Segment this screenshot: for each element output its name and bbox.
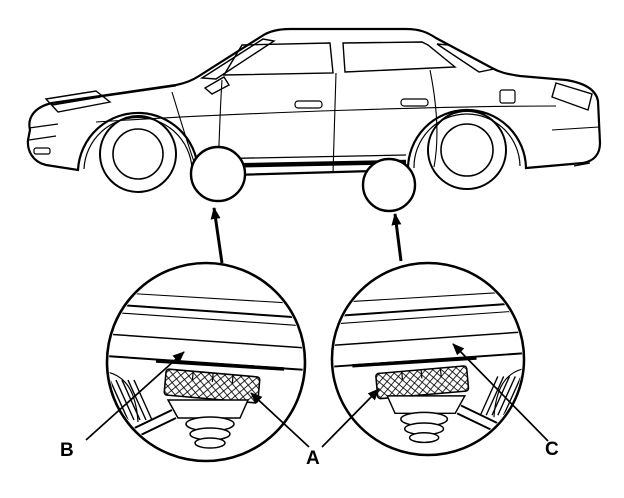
label-c: C	[545, 439, 559, 460]
front-jack-point-marker	[189, 145, 247, 203]
rear-wheel	[427, 110, 507, 190]
label-b-arrow	[85, 351, 185, 441]
side-mirror	[203, 76, 230, 95]
rear-door-window	[342, 41, 457, 73]
door-handle-rear	[400, 98, 429, 107]
rear-callout-arrow	[391, 213, 403, 262]
rear-arch-liner	[413, 113, 521, 169]
label-a-arrow-right	[321, 388, 380, 448]
front-arch-liner	[83, 116, 193, 175]
front-wheel	[99, 115, 177, 193]
front-door-window	[222, 42, 334, 76]
hood-seam	[57, 85, 177, 104]
exhaust-tip	[573, 162, 591, 167]
label-c-arrow	[452, 343, 549, 442]
front-detail-callout	[106, 263, 306, 461]
rear-windshield	[436, 43, 497, 73]
rear-detail-callout	[331, 263, 525, 455]
label-b: B	[60, 440, 74, 461]
fog-light	[33, 147, 51, 155]
grille-lines	[28, 123, 59, 141]
taillight	[551, 82, 593, 111]
fuel-door	[499, 89, 516, 104]
car-side-view	[26, 27, 602, 193]
windshield	[199, 38, 276, 80]
label-a: A	[306, 448, 320, 469]
door-handle-front	[294, 100, 323, 109]
car-body-outline	[26, 27, 602, 178]
body-crease-line	[95, 105, 557, 123]
front-callout-arrow	[210, 207, 224, 264]
rear-door-seam	[429, 69, 438, 168]
rear-jack-point-marker	[361, 157, 417, 213]
rear-bumper-seam	[551, 126, 600, 131]
rear-wheel-rim	[440, 123, 494, 177]
label-a-arrow-left	[250, 392, 310, 448]
center-door-seam	[332, 72, 337, 174]
front-wheel-rim	[112, 128, 164, 180]
